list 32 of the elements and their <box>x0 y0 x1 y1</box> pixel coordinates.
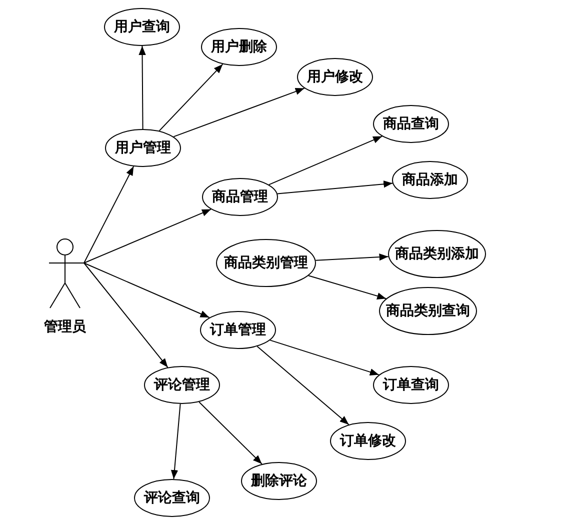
use-case-ellipse: 用户修改 <box>297 58 373 96</box>
use-case-ellipse: 商品类别添加 <box>388 230 486 278</box>
use-case-ellipse: 商品查询 <box>373 105 449 143</box>
arrow <box>84 262 168 368</box>
use-case-ellipse: 商品类别查询 <box>379 287 477 335</box>
arrow <box>158 64 224 132</box>
arrow <box>308 275 387 300</box>
arrow <box>276 180 394 194</box>
use-case-ellipse: 商品管理 <box>202 178 278 216</box>
arrow <box>84 166 134 264</box>
use-case-ellipse: 用户管理 <box>105 129 181 167</box>
use-case-ellipse: 用户删除 <box>201 28 277 66</box>
use-case-ellipse: 订单修改 <box>330 422 406 460</box>
use-case-ellipse: 订单管理 <box>200 311 276 349</box>
arrow <box>315 253 389 261</box>
use-case-ellipse: 删除评论 <box>241 462 317 500</box>
arrow <box>84 262 210 318</box>
arrow <box>138 46 146 130</box>
arrow <box>173 88 305 138</box>
arrow <box>198 402 262 464</box>
use-case-ellipse: 用户查询 <box>104 8 180 46</box>
arrow <box>270 340 380 376</box>
use-case-ellipse: 评论管理 <box>144 366 220 404</box>
use-case-ellipse: 商品添加 <box>392 161 468 199</box>
use-case-ellipse: 订单查询 <box>373 366 449 404</box>
use-case-ellipse: 评论查询 <box>134 479 210 517</box>
actor-label: 管理员 <box>44 318 86 336</box>
arrow <box>256 346 350 426</box>
arrow <box>268 136 383 186</box>
use-case-ellipse: 商品类别管理 <box>216 239 316 287</box>
arrow <box>170 404 181 480</box>
arrow <box>84 208 212 264</box>
